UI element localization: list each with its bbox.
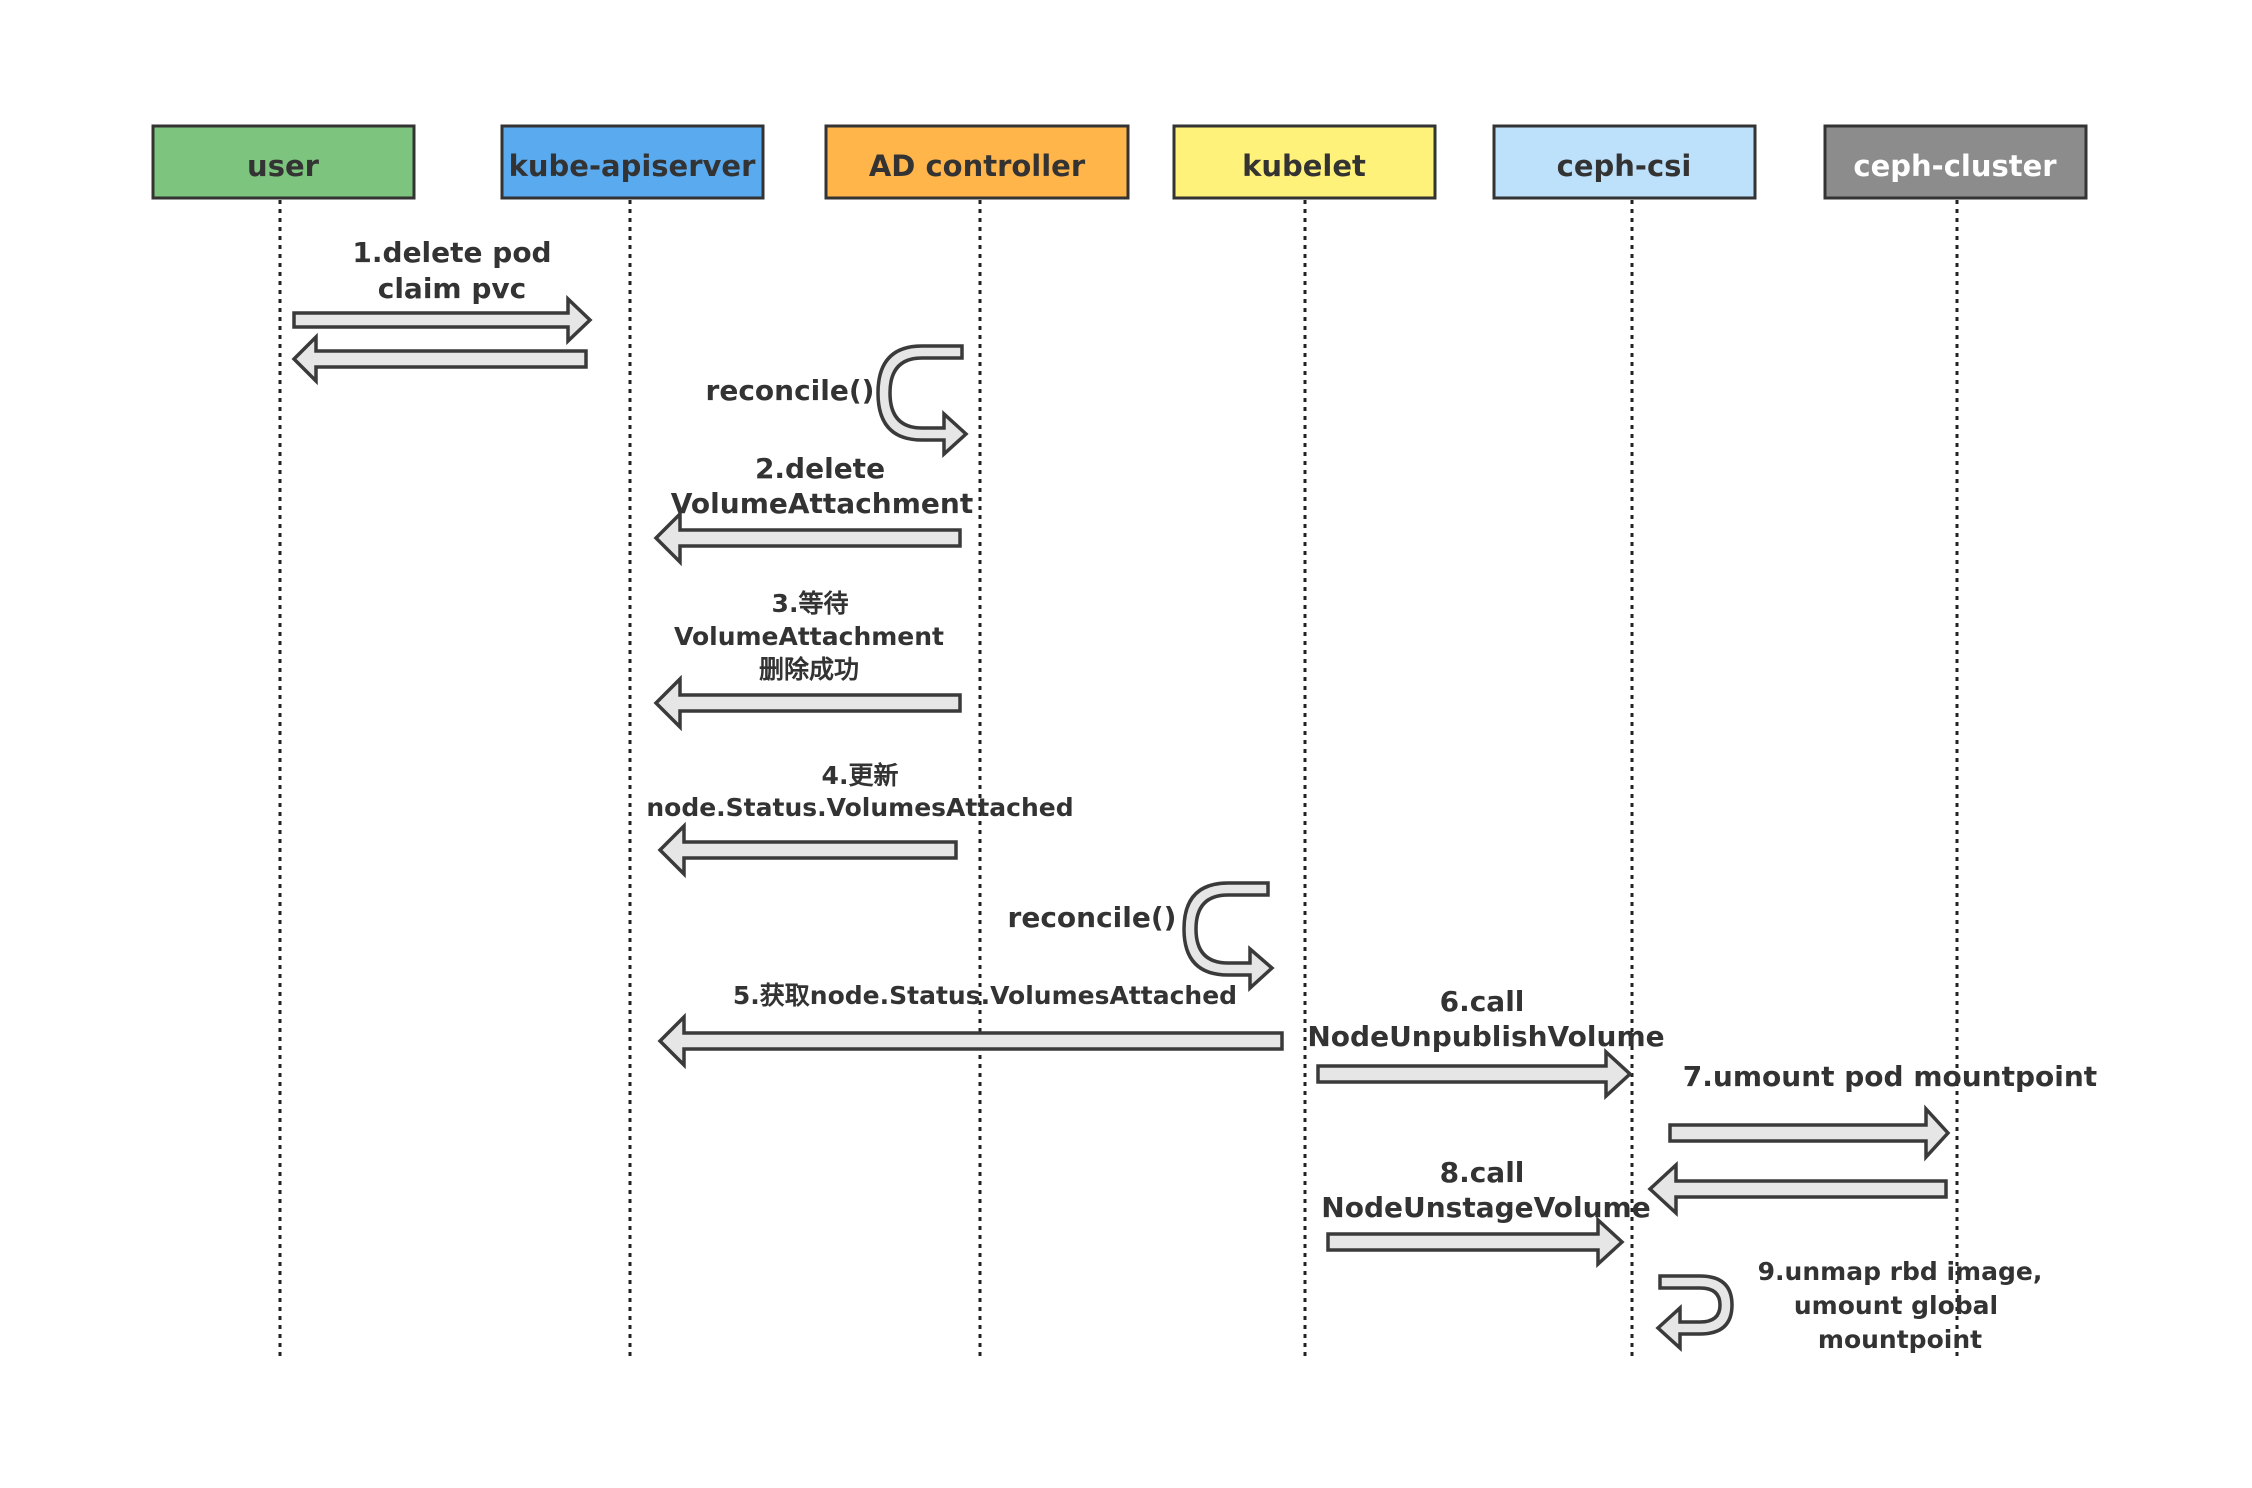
arrow-2 xyxy=(653,509,962,567)
actor-user: user xyxy=(151,124,416,200)
arrow-7-request xyxy=(1668,1104,1951,1162)
arrow-3 xyxy=(653,674,962,732)
actor-ceph-csi: ceph-csi xyxy=(1492,124,1757,200)
label-m9-line2: umount global xyxy=(1794,1291,1998,1320)
loop-unmap-ceph-csi xyxy=(1655,1274,1734,1352)
loop-reconcile-ad-controller-shape xyxy=(876,344,969,458)
label-m4-line1: 4.更新 xyxy=(822,761,899,790)
actor-box-kube-apiserver xyxy=(500,124,765,200)
actors: user kube-apiserver AD controller kubele… xyxy=(151,124,2088,200)
loop-reconcile-kubelet xyxy=(1182,881,1275,992)
arrow-5 xyxy=(657,1012,1284,1070)
arrow-1-request xyxy=(292,294,593,346)
actor-label-ceph-csi: ceph-csi xyxy=(1557,149,1692,183)
label-m3-line3: 删除成功 xyxy=(759,655,859,684)
actor-label-ad-controller: AD controller xyxy=(869,149,1086,183)
actor-label-user: user xyxy=(247,149,320,183)
label-m2-line2: VolumeAttachment xyxy=(671,487,973,520)
actor-box-kubelet xyxy=(1172,124,1437,200)
actor-ceph-cluster: ceph-cluster xyxy=(1823,124,2088,200)
label-m8-line2: NodeUnstageVolume xyxy=(1321,1191,1650,1224)
arrows xyxy=(291,294,1951,1268)
label-m9-line1: 9.unmap rbd image, xyxy=(1758,1257,2043,1286)
label-m6-line2: NodeUnpublishVolume xyxy=(1307,1020,1664,1053)
self-loops xyxy=(876,344,1734,1352)
message-labels: 1.delete pod claim pvc reconcile() 2.del… xyxy=(352,236,2097,1354)
label-m7: 7.umount pod mountpoint xyxy=(1683,1060,2097,1093)
actor-label-ceph-cluster: ceph-cluster xyxy=(1853,149,2057,183)
actor-kube-apiserver: kube-apiserver xyxy=(500,124,765,200)
arrow-8 xyxy=(1326,1216,1625,1268)
label-m2-line1: 2.delete xyxy=(755,452,885,485)
label-m8-line1: 8.call xyxy=(1440,1156,1525,1189)
arrow-7-response xyxy=(1647,1161,1948,1217)
label-m5: 5.获取node.Status.VolumesAttached xyxy=(733,981,1237,1010)
actor-box-ceph-cluster xyxy=(1823,124,2088,200)
actor-kubelet: kubelet xyxy=(1172,124,1437,200)
label-m1-line1: 1.delete pod xyxy=(352,236,551,269)
arrow-1-response xyxy=(291,332,588,386)
actor-ad-controller: AD controller xyxy=(824,124,1130,200)
label-m1-line2: claim pvc xyxy=(378,272,527,305)
label-m9-line3: mountpoint xyxy=(1818,1325,1982,1354)
label-reconcile-1: reconcile() xyxy=(706,374,875,407)
label-m3-line1: 3.等待 xyxy=(772,589,849,618)
actor-label-kubelet: kubelet xyxy=(1242,149,1366,183)
arrow-6 xyxy=(1316,1048,1633,1100)
label-m6-line1: 6.call xyxy=(1440,985,1525,1018)
label-reconcile-2: reconcile() xyxy=(1008,901,1177,934)
arrow-4 xyxy=(657,821,958,879)
actor-box-user xyxy=(151,124,416,200)
label-m4-line2: node.Status.VolumesAttached xyxy=(646,793,1073,822)
actor-box-ceph-csi xyxy=(1492,124,1757,200)
label-m3-line2: VolumeAttachment xyxy=(674,622,944,651)
lifelines xyxy=(278,200,1959,1360)
actor-label-kube-apiserver: kube-apiserver xyxy=(509,149,756,183)
actor-box-ad-controller xyxy=(824,124,1130,200)
